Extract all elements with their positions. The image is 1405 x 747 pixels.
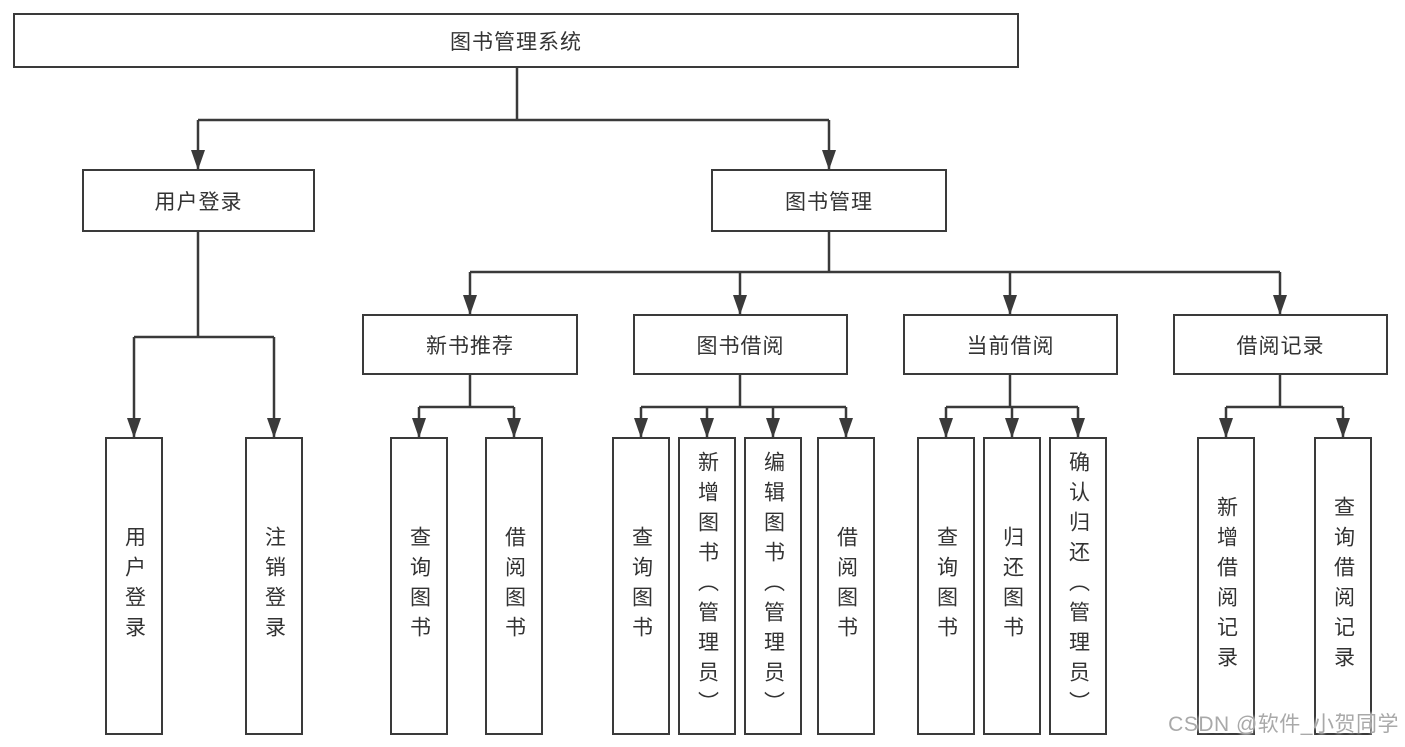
node-leaf-cb-confirm-return-admin: 确认归还（管理员） bbox=[1049, 437, 1107, 735]
node-leaf-logout-label: 注销登录 bbox=[262, 526, 286, 646]
node-new-book-recommendation: 新书推荐 bbox=[362, 314, 578, 375]
node-book-borrowing-label: 图书借阅 bbox=[696, 334, 785, 358]
node-leaf-bb-edit-books-admin-label: 编辑图书（管理员） bbox=[761, 451, 785, 721]
node-leaf-cb-return-books-label: 归还图书 bbox=[1000, 526, 1024, 646]
node-leaf-br-query-record-label: 查询借阅记录 bbox=[1331, 496, 1355, 676]
node-leaf-user-login: 用户登录 bbox=[105, 437, 163, 735]
edge-user-login-children bbox=[127, 232, 281, 438]
node-leaf-nbr-borrow-books: 借阅图书 bbox=[485, 437, 543, 735]
edge-borrow-records-children bbox=[1219, 375, 1350, 438]
node-borrowing-records-label: 借阅记录 bbox=[1236, 334, 1325, 358]
node-leaf-bb-edit-books-admin: 编辑图书（管理员） bbox=[744, 437, 802, 735]
node-leaf-cb-return-books: 归还图书 bbox=[983, 437, 1041, 735]
node-leaf-br-add-record-label: 新增借阅记录 bbox=[1214, 496, 1238, 676]
node-new-book-recommendation-label: 新书推荐 bbox=[426, 334, 514, 358]
node-leaf-bb-borrow-books-label: 借阅图书 bbox=[834, 526, 858, 646]
edge-root-to-level2 bbox=[191, 68, 836, 170]
node-leaf-nbr-query-books: 查询图书 bbox=[390, 437, 448, 735]
node-leaf-bb-add-books-admin: 新增图书（管理员） bbox=[678, 437, 736, 735]
node-user-login: 用户登录 bbox=[82, 169, 315, 232]
node-leaf-bb-query-books: 查询图书 bbox=[612, 437, 670, 735]
edge-current-borrow-children bbox=[939, 375, 1085, 438]
node-current-borrowing: 当前借阅 bbox=[903, 314, 1118, 375]
node-leaf-bb-add-books-admin-label: 新增图书（管理员） bbox=[695, 451, 719, 721]
node-leaf-br-add-record: 新增借阅记录 bbox=[1197, 437, 1255, 735]
node-leaf-logout: 注销登录 bbox=[245, 437, 303, 735]
node-root-label: 图书管理系统 bbox=[450, 30, 582, 54]
node-borrowing-records: 借阅记录 bbox=[1173, 314, 1388, 375]
edge-new-book-rec-children bbox=[412, 375, 521, 438]
node-leaf-bb-query-books-label: 查询图书 bbox=[629, 526, 653, 646]
node-book-management-label: 图书管理 bbox=[785, 190, 873, 214]
node-user-login-label: 用户登录 bbox=[154, 190, 243, 214]
node-root: 图书管理系统 bbox=[13, 13, 1019, 68]
node-leaf-cb-query-books: 查询图书 bbox=[917, 437, 975, 735]
node-current-borrowing-label: 当前借阅 bbox=[966, 334, 1055, 358]
node-leaf-nbr-borrow-books-label: 借阅图书 bbox=[502, 526, 526, 646]
edge-book-management-children bbox=[463, 232, 1287, 315]
node-leaf-cb-query-books-label: 查询图书 bbox=[934, 526, 958, 646]
watermark: CSDN @软件_小贺同学 bbox=[1168, 713, 1399, 736]
edge-book-borrow-children bbox=[634, 375, 853, 438]
node-leaf-br-query-record: 查询借阅记录 bbox=[1314, 437, 1372, 735]
node-leaf-nbr-query-books-label: 查询图书 bbox=[407, 526, 431, 646]
node-leaf-cb-confirm-return-admin-label: 确认归还（管理员） bbox=[1066, 451, 1090, 721]
node-book-management: 图书管理 bbox=[711, 169, 947, 232]
node-leaf-bb-borrow-books: 借阅图书 bbox=[817, 437, 875, 735]
node-book-borrowing: 图书借阅 bbox=[633, 314, 848, 375]
node-leaf-user-login-label: 用户登录 bbox=[122, 526, 146, 646]
